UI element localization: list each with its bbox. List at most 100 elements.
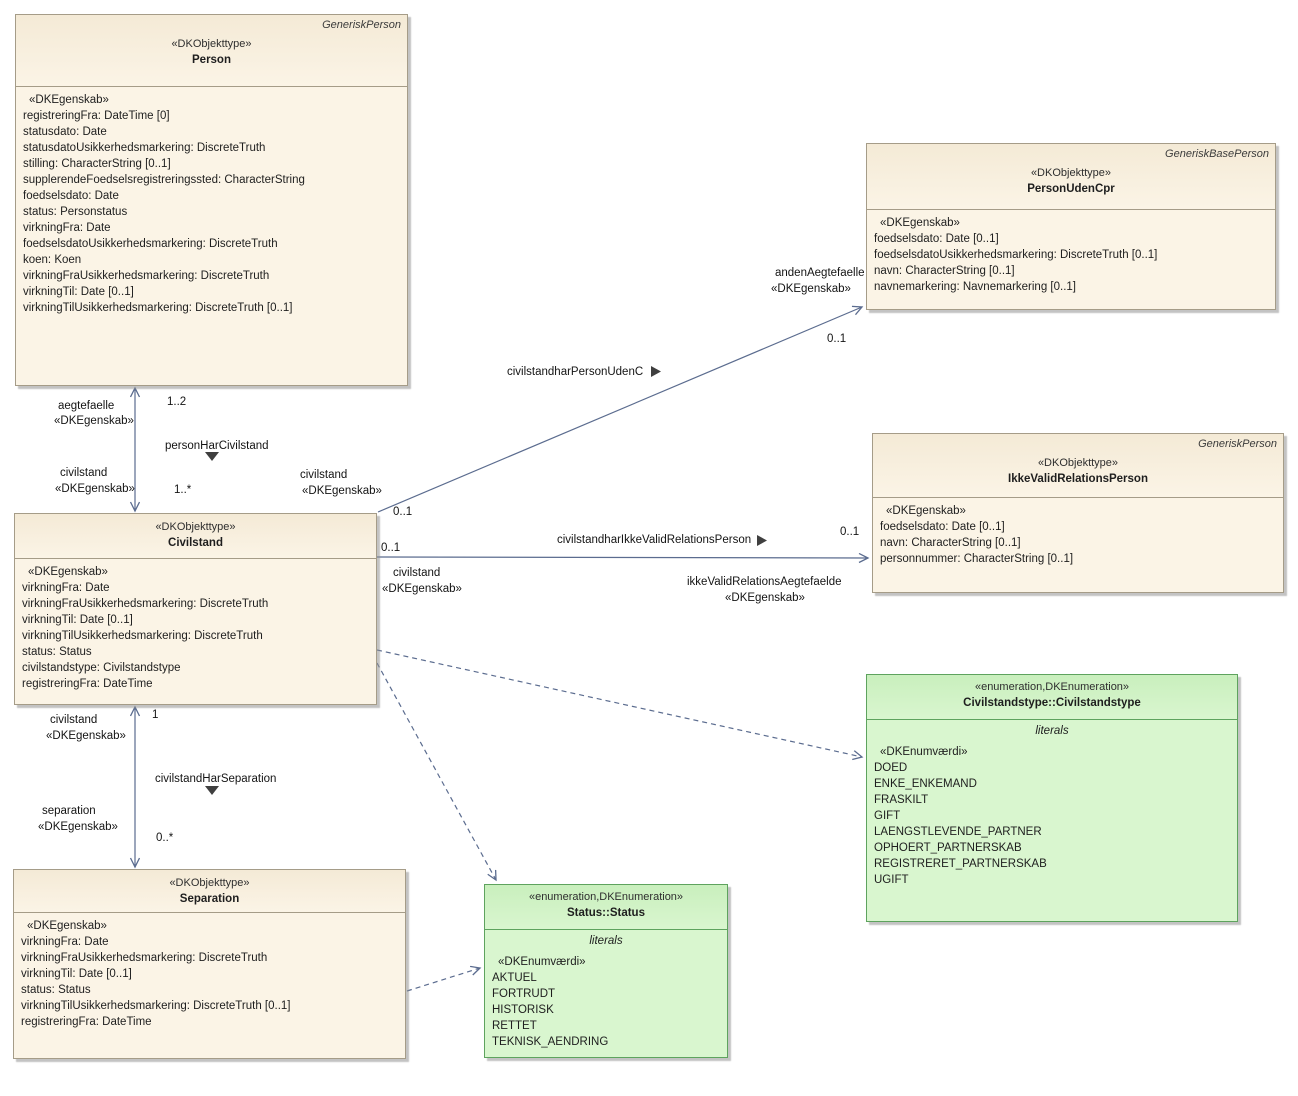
association-name-civilstandharikkevalidrelationsperson: civilstandharIkkeValidRelationsPerson [557,534,752,546]
attribute-stereotype: «DKEgenskab» [29,94,109,106]
class-header: «DKObjekttype» Civilstand [15,514,376,559]
class-header: «DKObjekttype» Separation [14,870,405,913]
attribute: civilstandstype: Civilstandstype [22,662,181,674]
role-stereotype-label: «DKEgenskab» [382,583,462,595]
association-name-personharcivilstand: personHarCivilstand [165,440,269,452]
stereotype-label: «DKObjekttype» [1037,457,1119,469]
attribute: status: Status [22,646,92,658]
attribute: registreringFra: DateTime [21,1016,152,1028]
attribute-stereotype: «DKEgenskab» [886,505,966,517]
attribute: status: Status [21,984,91,996]
attribute: virkningFraUsikkerhedsmarkering: Discret… [23,270,270,282]
attribute: registreringFra: DateTime [22,678,153,690]
enum-literal: UGIFT [874,874,909,886]
role-stereotype-label: «DKEgenskab» [302,485,382,497]
enum-literal: TEKNISK_AENDRING [492,1036,609,1048]
role-label-separation: separation [42,805,96,817]
attribute: registreringFra: DateTime [0] [23,110,170,122]
enum-literal: REGISTRERET_PARTNERSKAB [874,858,1047,870]
enum-title: Civilstandstype::Civilstandstype [963,697,1141,709]
multiplicity-label: 0..1 [381,542,401,554]
enum-literal: HISTORISK [492,1004,554,1016]
attribute: navnemarkering: Navnemarkering [0..1] [874,281,1076,293]
attribute: foedselsdatoUsikkerhedsmarkering: Discre… [23,238,278,250]
attribute: statusdato: Date [23,126,107,138]
enum-literal: FORTRUDT [492,988,556,1000]
role-label-civilstand: civilstand [300,469,348,481]
role-label-ikkevalidrelationsaegtefaelde: ikkeValidRelationsAegtefaelde [687,576,842,588]
role-stereotype-label: «DKEgenskab» [46,730,126,742]
multiplicity-label: 1..2 [167,396,187,408]
literals-label: literals [1035,725,1069,737]
direction-arrow-down-icon [205,452,219,461]
role-label-civilstand: civilstand [393,567,441,579]
association-civilstand-ikkevalidrelationsperson [376,557,868,558]
association-name-civilstandharseparation: civilstandHarSeparation [155,773,277,785]
role-label-civilstand: civilstand [60,467,108,479]
template-label: GeneriskPerson [1198,438,1277,450]
multiplicity-label: 0..1 [840,526,860,538]
enum-status: «enumeration,DKEnumeration» Status::Stat… [484,884,728,1058]
enum-header: «enumeration,DKEnumeration» Status::Stat… [485,885,727,930]
attribute: virkningFra: Date [21,936,109,948]
stereotype-label: «enumeration,DKEnumeration» [528,891,684,903]
attribute: personnummer: CharacterString [0..1] [880,553,1074,565]
attribute: virkningTil: Date [0..1] [21,968,132,980]
class-separation: «DKObjekttype» Separation «DKEgenskab» v… [13,869,406,1059]
attribute: virkningFra: Date [23,222,111,234]
enum-header: «enumeration,DKEnumeration» Civilstandst… [867,675,1237,720]
direction-arrow-right-icon [757,535,767,546]
association-civilstand-personudencpr [377,307,862,513]
class-title: IkkeValidRelationsPerson [1008,473,1148,485]
attribute: status: Personstatus [23,206,128,218]
role-label-civilstand: civilstand [50,714,98,726]
multiplicity-label: 1 [152,709,159,721]
class-header: GeneriskPerson «DKObjekttype» Person [16,15,407,87]
class-header: GeneriskPerson «DKObjekttype» IkkeValidR… [873,434,1283,498]
literals-label: literals [589,935,623,947]
attribute: statusdatoUsikkerhedsmarkering: Discrete… [23,142,266,154]
multiplicity-label: 0..1 [827,333,847,345]
attribute-stereotype: «DKEgenskab» [880,217,960,229]
attribute: virkningTilUsikkerhedsmarkering: Discret… [22,630,263,642]
attribute: foedselsdato: Date [0..1] [874,233,999,245]
role-stereotype-label: «DKEgenskab» [771,283,851,295]
template-label: GeneriskBasePerson [1165,148,1269,160]
stereotype-label: «DKObjekttype» [155,521,236,533]
attributes-compartment: «DKEgenskab» foedselsdato: Date [0..1]na… [873,498,1283,567]
enum-literal: DOED [874,762,908,774]
multiplicity-label: 0..1 [393,506,413,518]
role-stereotype-label: «DKEgenskab» [725,592,805,604]
attribute: virkningTil: Date [0..1] [22,614,133,626]
role-stereotype-label: «DKEgenskab» [55,483,135,495]
attribute: stilling: CharacterString [0..1] [23,158,171,170]
template-label: GeneriskPerson [322,19,401,31]
attribute: virkningTilUsikkerhedsmarkering: Discret… [21,1000,291,1012]
attribute: foedselsdatoUsikkerhedsmarkering: Discre… [874,249,1158,261]
role-stereotype-label: «DKEgenskab» [38,821,118,833]
enum-civilstandstype: «enumeration,DKEnumeration» Civilstandst… [866,674,1238,922]
class-person: GeneriskPerson «DKObjekttype» Person «DK… [15,14,408,386]
dependency-civilstand-status [376,662,496,880]
attribute: virkningTilUsikkerhedsmarkering: Discret… [23,302,293,314]
literal-stereotype: «DKEnumværdi» [880,746,968,758]
attribute: virkningTil: Date [0..1] [23,286,134,298]
multiplicity-label: 1..* [174,484,192,496]
enum-literal: AKTUEL [492,972,537,984]
class-title: Civilstand [168,537,223,549]
attribute: virkningFraUsikkerhedsmarkering: Discret… [22,598,269,610]
class-personudencpr: GeneriskBasePerson «DKObjekttype» Person… [866,143,1276,310]
enum-literal: LAENGSTLEVENDE_PARTNER [874,826,1042,838]
enum-literal: FRASKILT [874,794,929,806]
attribute: koen: Koen [23,254,82,266]
attribute: virkningFra: Date [22,582,110,594]
role-stereotype-label: «DKEgenskab» [54,415,134,427]
direction-arrow-down-icon [205,786,219,795]
